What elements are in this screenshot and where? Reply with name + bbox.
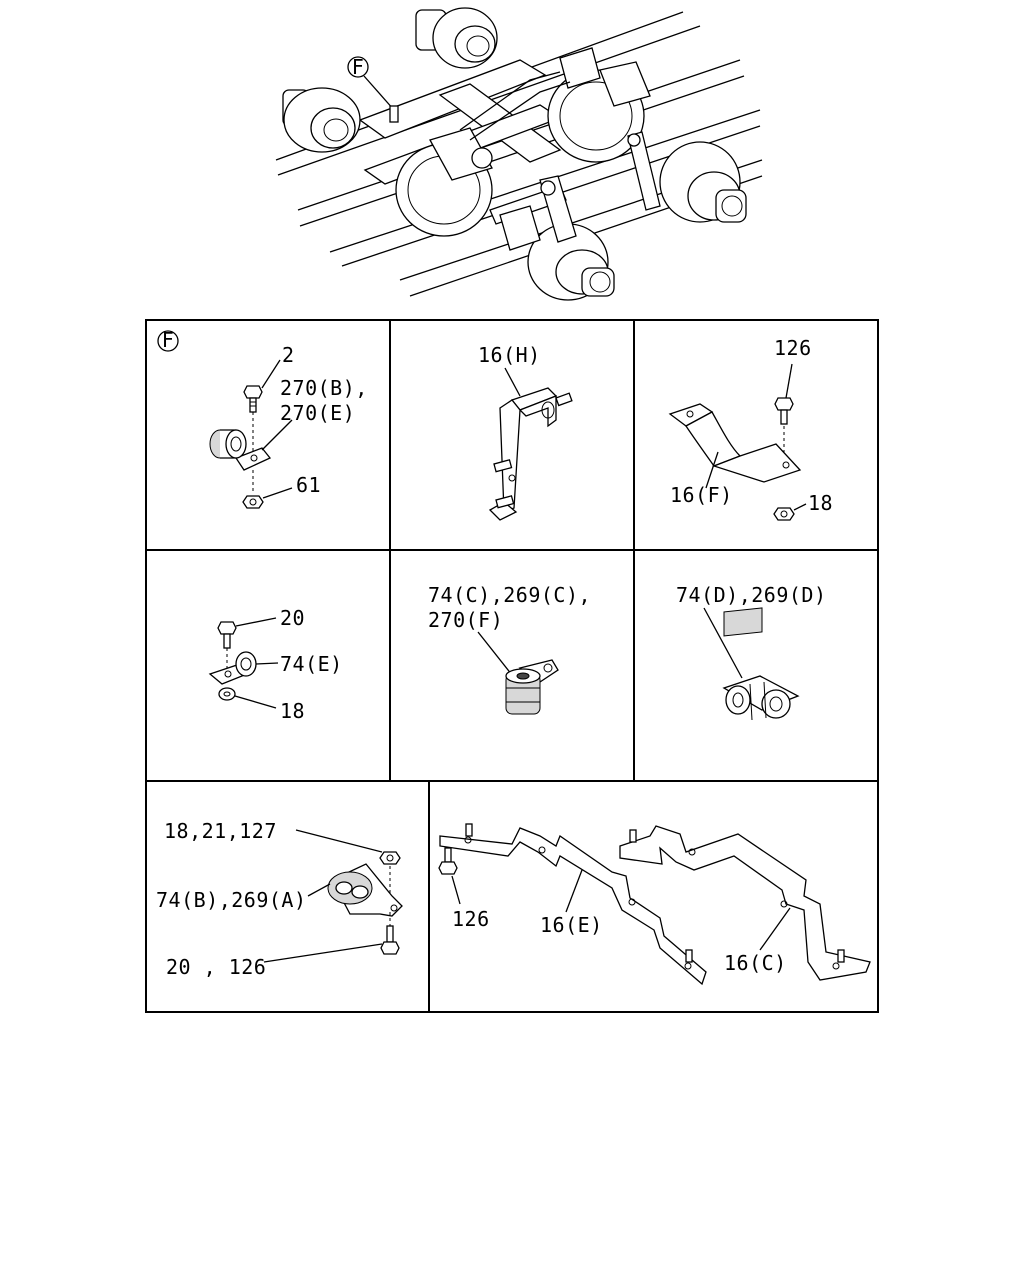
hub-rear-right — [659, 141, 747, 223]
nut-61 — [242, 495, 264, 509]
panel-74d-clip: 74(D),269(D) — [676, 583, 827, 721]
label-2: 2 — [282, 343, 295, 367]
label-74e: 74(E) — [280, 652, 343, 676]
label-74d: 74(D),269(D) — [676, 583, 827, 607]
panel-74e-clip: 20 74(E) 18 — [208, 606, 343, 723]
label-16c: 16(C) — [724, 951, 787, 975]
panel-f-callout: F — [162, 328, 175, 352]
label-18-21-127: 18,21,127 — [164, 819, 277, 843]
clip-74d-cushion — [722, 607, 800, 721]
label-74c: 74(C),269(C), — [428, 583, 591, 607]
differential-housing-rear — [547, 47, 651, 163]
label-126-bracket: 126 — [452, 907, 490, 931]
nut-18-21-127 — [379, 851, 401, 865]
parts-grid-frame — [145, 319, 879, 1013]
label-16h: 16(H) — [478, 343, 541, 367]
bracket-16e — [439, 823, 707, 986]
panel-16e-16c-brackets: 126 16(E) 16(C) — [438, 823, 871, 986]
label-16f: 16(F) — [670, 483, 733, 507]
label-270e: 270(E) — [280, 401, 355, 425]
clamp-270 — [209, 429, 272, 471]
bolt-126-bracket — [438, 847, 458, 875]
hub-front-right — [527, 223, 615, 301]
label-270b: 270(B), — [280, 376, 368, 400]
hub-rear-left-upper — [415, 7, 498, 69]
bolt-126 — [774, 397, 794, 425]
bolt-2 — [243, 385, 263, 413]
clip-74e — [208, 651, 257, 685]
label-20: 20 — [280, 606, 305, 630]
panel-74b-clip: 18,21,127 74(B),269(A) 20 , 126 — [156, 819, 403, 979]
label-18: 18 — [280, 699, 305, 723]
washer-18 — [218, 687, 236, 701]
overview-axle-illustration: F — [275, 7, 763, 301]
bolt-20-126 — [380, 925, 400, 955]
differential-housing-front — [395, 127, 493, 237]
panel-16h-bracket: 16(H) — [478, 343, 573, 521]
strap-16f — [668, 403, 802, 483]
panel-74c-clip: 74(C),269(C), 270(F) — [428, 583, 591, 715]
label-270f: 270(F) — [428, 608, 503, 632]
hub-front-left — [282, 87, 361, 153]
label-20-126: 20 , 126 — [166, 955, 266, 979]
panel-f-clamp: F 2 270(B), 270(E) 61 — [157, 328, 368, 509]
clip-74c-cushion — [505, 659, 559, 715]
label-61: 61 — [296, 473, 321, 497]
axle-linkages — [459, 71, 661, 251]
panel-16f-clip: 126 16(F) 18 — [668, 336, 833, 521]
bracket-16c — [619, 825, 871, 981]
bolt-20 — [217, 621, 237, 649]
label-18-right: 18 — [808, 491, 833, 515]
nut-18 — [773, 507, 795, 521]
label-74b: 74(B),269(A) — [156, 888, 307, 912]
label-126-top: 126 — [774, 336, 812, 360]
overview-callout-f: F — [347, 55, 399, 123]
label-16e: 16(E) — [540, 913, 603, 937]
bracket-16h — [488, 387, 573, 521]
overview-callout-letter: F — [352, 55, 365, 79]
clip-74b-cushion — [327, 863, 403, 917]
